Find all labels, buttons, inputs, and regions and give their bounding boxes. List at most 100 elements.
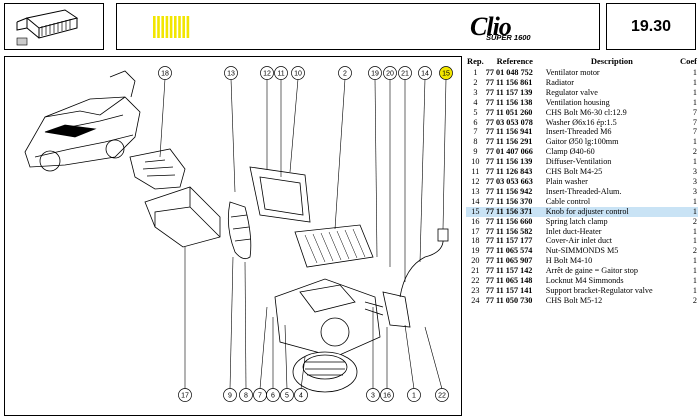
cell-ref: 77 11 156 582	[485, 226, 533, 236]
cell-coef: 2	[692, 295, 697, 305]
callout-10: 10	[291, 66, 305, 80]
svg-text:2: 2	[343, 70, 347, 77]
cell-coef: 1	[692, 226, 697, 236]
cell-ref: 77 11 157 141	[485, 285, 533, 295]
callout-6: 6	[266, 388, 280, 402]
cell-ref: 77 11 157 177	[485, 236, 533, 246]
cell-coef: 1	[692, 285, 697, 295]
col-reference-header: Reference	[496, 56, 533, 66]
cell-desc: Nut-SIMMONDS M5	[545, 246, 619, 256]
cell-rep: 8	[473, 137, 478, 147]
svg-text:21: 21	[401, 70, 409, 77]
cell-desc: Arrêt de gaine = Gaitor stop	[545, 266, 638, 276]
cell-ref: 77 03 053 078	[485, 117, 533, 127]
cell-coef: 2	[692, 246, 697, 256]
cell-ref: 77 11 156 942	[485, 186, 533, 196]
cell-rep: 5	[473, 107, 478, 117]
callout-9: 9	[223, 388, 237, 402]
table-row: 8 77 11 156 291 Gaitor Ø50 lg:100mm 1	[466, 137, 698, 147]
col-coef-header: Coef	[680, 56, 697, 66]
svg-text:10: 10	[294, 70, 302, 77]
cell-rep: 14	[471, 196, 480, 206]
cell-coef: 7	[692, 107, 697, 117]
page-number: 19.30	[606, 3, 696, 50]
cell-coef: 1	[692, 266, 697, 276]
callout-5: 5	[280, 388, 294, 402]
cell-rep: 7	[473, 127, 478, 137]
callout-13: 13	[224, 66, 238, 80]
cell-ref: 77 11 156 138	[485, 97, 533, 107]
col-rep-header: Rep.	[467, 56, 484, 66]
svg-text:17: 17	[181, 392, 189, 399]
cell-coef: 7	[692, 117, 697, 127]
cell-ref: 77 11 156 660	[485, 216, 533, 226]
svg-text:16: 16	[383, 392, 391, 399]
cell-rep: 15	[466, 206, 485, 217]
cell-ref: 77 11 156 370	[485, 196, 533, 206]
cell-ref: 77 01 407 066	[485, 147, 533, 157]
cell-coef: 1	[692, 236, 697, 246]
cell-coef: 1	[692, 196, 697, 206]
cell-coef: 3	[692, 167, 697, 177]
svg-text:18: 18	[161, 70, 169, 77]
cell-coef: 1	[692, 137, 697, 147]
cell-coef: 3	[692, 186, 697, 196]
cell-rep: 20	[471, 256, 480, 266]
cell-desc: Support bracket-Regulator valve	[545, 285, 653, 295]
cell-ref: 77 11 156 861	[485, 77, 533, 87]
callout-19: 19	[368, 66, 382, 80]
svg-text:6: 6	[271, 392, 275, 399]
cell-desc: CHS Bolt M6-30 cl:12.9	[545, 107, 627, 117]
cell-rep: 22	[471, 276, 480, 286]
svg-text:12: 12	[263, 70, 271, 77]
cell-rep: 10	[471, 157, 480, 167]
cell-coef: 3	[692, 176, 697, 186]
svg-text:5: 5	[285, 392, 289, 399]
svg-text:7: 7	[258, 392, 262, 399]
callout-4: 4	[294, 388, 308, 402]
cell-rep: 12	[471, 176, 480, 186]
cell-desc: Ventilator motor	[545, 68, 600, 77]
cell-ref: 77 11 126 843	[485, 167, 533, 177]
cell-ref: 77 11 065 148	[485, 276, 533, 286]
callout-22: 22	[435, 388, 449, 402]
cell-rep: 18	[471, 236, 480, 246]
cell-desc: H Bolt M4-10	[545, 256, 593, 266]
cell-desc: Clamp Ø40-60	[545, 147, 595, 157]
cell-desc: Regulator valve	[545, 87, 598, 97]
cell-coef: 2	[692, 216, 697, 226]
cell-desc: Plain washer	[545, 176, 588, 186]
callout-18: 18	[158, 66, 172, 80]
svg-text:13: 13	[227, 70, 235, 77]
cell-desc: CHS Bolt M5-12	[545, 295, 603, 305]
cell-ref: 77 11 156 291	[485, 137, 533, 147]
cell-rep: 4	[473, 97, 478, 107]
cell-coef: 1	[692, 157, 697, 167]
cell-desc: Gaitor Ø50 lg:100mm	[545, 137, 619, 147]
callout-3: 3	[366, 388, 380, 402]
cell-rep: 6	[473, 117, 478, 127]
svg-text:1: 1	[412, 392, 416, 399]
cell-ref: 77 11 156 139	[485, 157, 533, 167]
cell-coef: 1	[692, 77, 697, 87]
cell-coef: 1	[692, 276, 697, 286]
